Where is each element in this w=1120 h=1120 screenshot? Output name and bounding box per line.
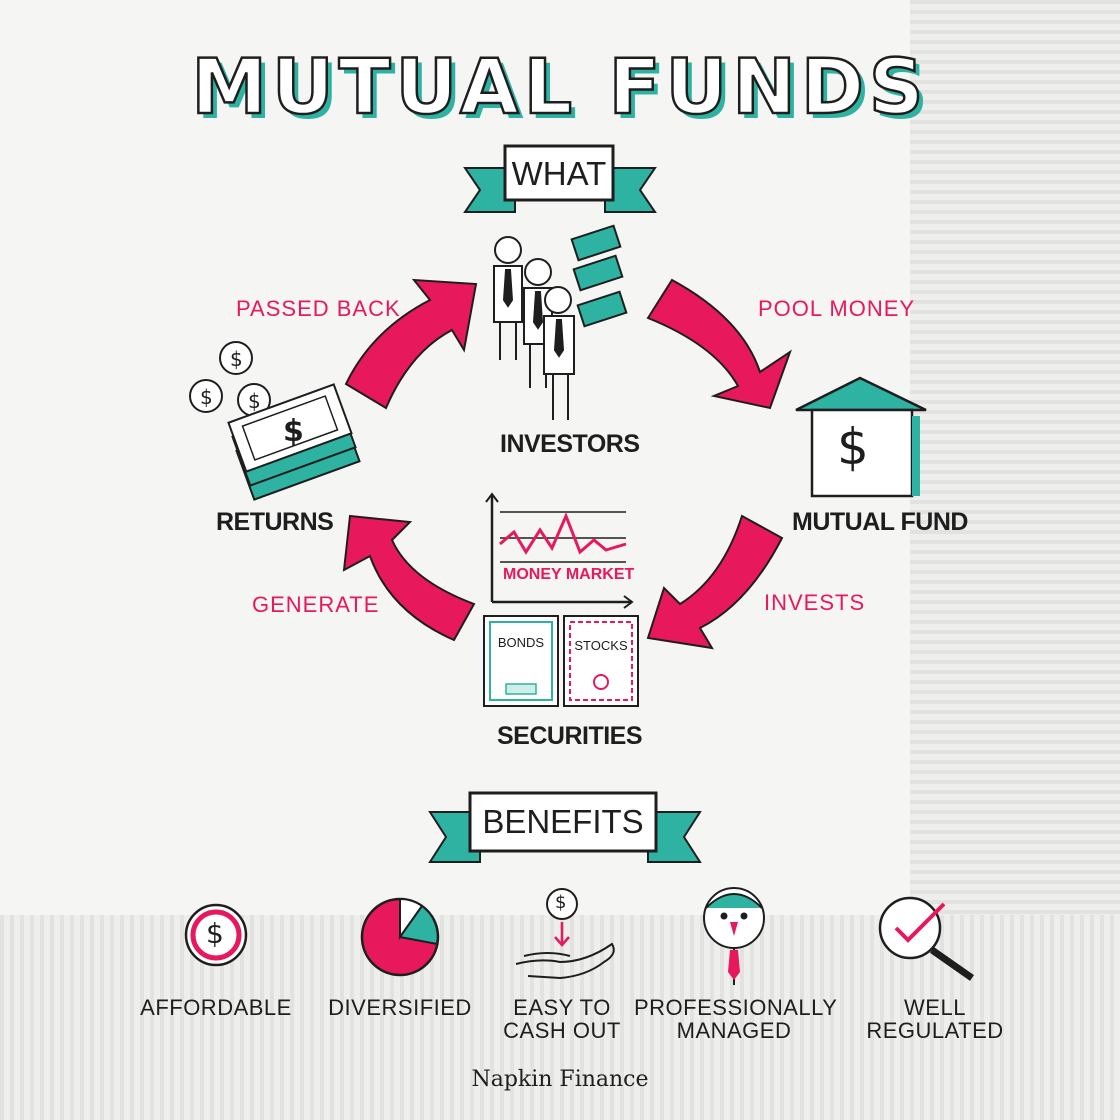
- benefits-ribbon: [428, 791, 702, 863]
- benefit-label-line1: WELL: [904, 995, 966, 1020]
- returns-label: RETURNS: [216, 508, 334, 536]
- benefit-well-regulated: WELL REGULATED: [850, 996, 1020, 1042]
- arrow-passed-back: [344, 278, 478, 410]
- mutual-fund-label: MUTUAL FUND: [792, 508, 968, 536]
- benefit-label-line2: CASH OUT: [503, 1018, 621, 1043]
- money-market-chart-icon: [485, 492, 634, 609]
- benefit-label-line1: PROFESSIONALLY: [634, 995, 838, 1020]
- fund-dollar-sign: $: [837, 418, 869, 476]
- stocks-certificate-icon: [563, 615, 639, 707]
- coin-dollar-sign: $: [200, 385, 213, 409]
- coin-icon: [184, 903, 248, 967]
- benefit-easy-to-cash-out: EASY TO CASH OUT: [482, 996, 642, 1042]
- benefit-label-line1: DIVERSIFIED: [328, 995, 472, 1020]
- investor-person: [543, 286, 575, 420]
- arrow-pool-money: [646, 278, 792, 410]
- benefit-label-line2: REGULATED: [866, 1018, 1004, 1043]
- pool-money-label: POOL MONEY: [758, 296, 916, 321]
- benefit-label-line1: AFFORDABLE: [140, 995, 292, 1020]
- page-title: MUTUAL FUNDS: [190, 41, 929, 133]
- magnifier-check-icon: [878, 896, 975, 981]
- professional-person-icon: [703, 887, 765, 985]
- benefit-professionally-managed: PROFESSIONALLY MANAGED: [634, 995, 838, 1043]
- securities-label: SECURITIES: [497, 722, 643, 750]
- investors-illustration: [493, 224, 628, 420]
- bonds-label: BONDS: [497, 635, 545, 650]
- stocks-label: STOCKS: [574, 638, 628, 653]
- banknote-stack-icon: [227, 383, 361, 501]
- arrow-generate: [342, 514, 476, 642]
- bonds-certificate-icon: [483, 615, 559, 707]
- what-ribbon: [463, 144, 657, 213]
- affordable-dollar-sign: $: [206, 917, 224, 950]
- benefit-label-line2: MANAGED: [676, 1018, 792, 1043]
- benefits-label: BENEFITS: [482, 803, 644, 840]
- brand-name: Napkin Finance: [471, 1067, 649, 1092]
- coin-icon: [189, 341, 271, 417]
- passed-back-label: PASSED BACK: [236, 296, 401, 321]
- coin-in-hand-icon: [515, 888, 615, 980]
- bank-building-icon: [795, 376, 927, 498]
- investors-label: INVESTORS: [500, 430, 640, 458]
- what-label: WHAT: [511, 155, 607, 192]
- investor-person: [493, 236, 523, 360]
- benefit-label-line1: EASY TO: [513, 995, 611, 1020]
- banknote-dollar-sign: $: [283, 414, 304, 449]
- returns-cash-and-coins-icon: [189, 341, 361, 501]
- benefit-affordable: AFFORDABLE: [136, 996, 296, 1019]
- arrow-invests: [646, 514, 784, 650]
- cash-out-dollar-sign: $: [555, 892, 567, 913]
- coin-dollar-sign: $: [230, 347, 243, 371]
- benefit-diversified: DIVERSIFIED: [320, 996, 480, 1019]
- invests-label: INVESTS: [764, 590, 866, 615]
- coin-dollar-sign: $: [248, 389, 261, 413]
- money-market-label: MONEY MARKET: [503, 566, 635, 583]
- generate-label: GENERATE: [252, 592, 380, 617]
- cash-stack-icon: [570, 224, 628, 328]
- pie-chart-icon: [360, 897, 440, 977]
